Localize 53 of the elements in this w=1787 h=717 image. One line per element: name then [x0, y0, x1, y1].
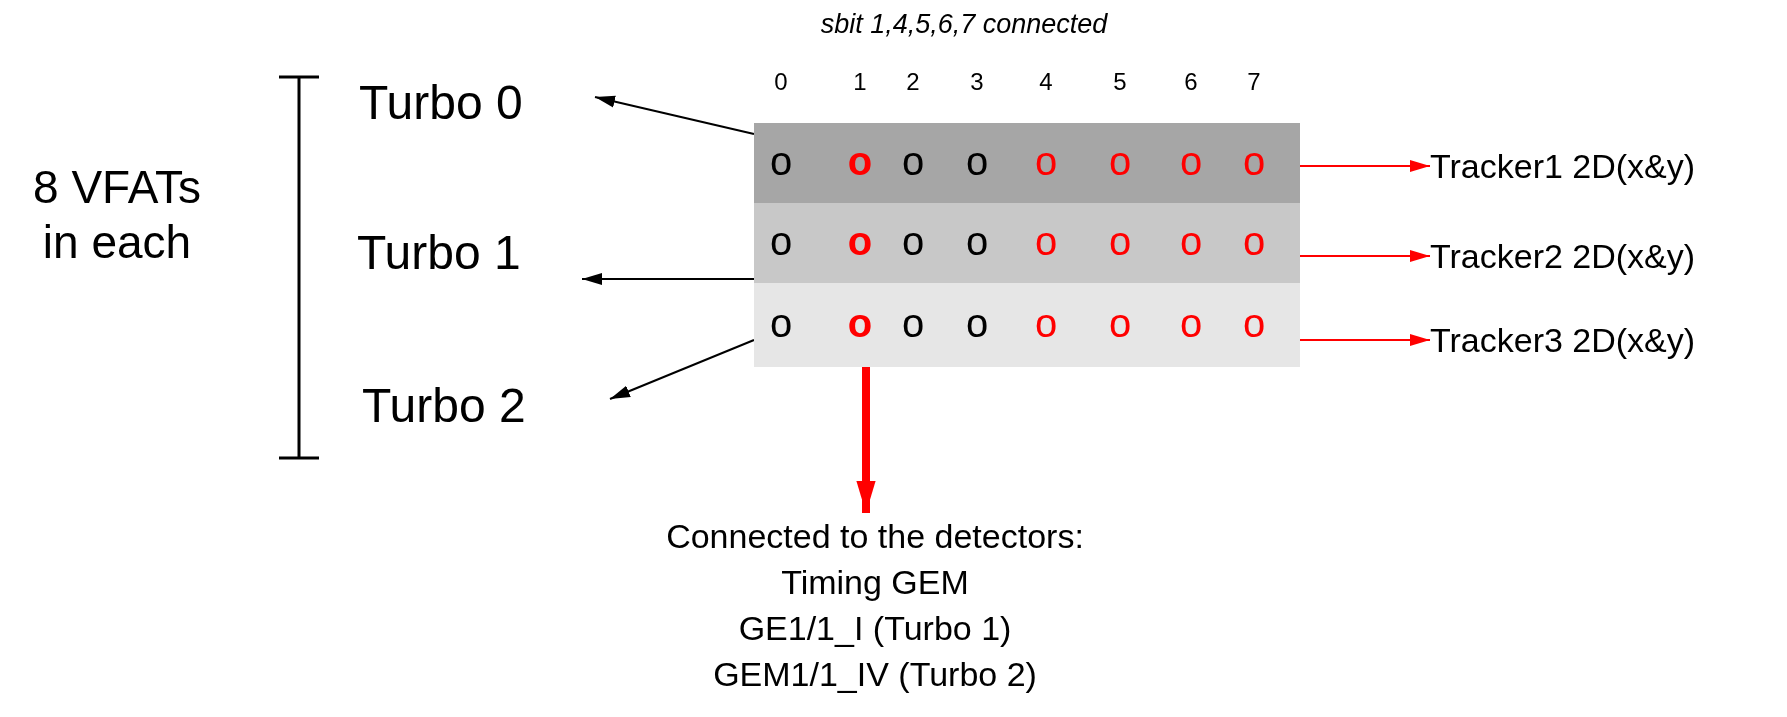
sbit-mark: o	[1034, 303, 1058, 343]
sbit-mark: o	[1034, 141, 1058, 181]
sbit-mark: o	[1108, 221, 1132, 261]
sbit-mark: o	[1242, 303, 1266, 343]
sbit-mark: o	[1179, 141, 1203, 181]
detector-text: GE1/1_I (Turbo 1)	[738, 608, 1012, 649]
column-number: 0	[774, 68, 788, 97]
arrow	[609, 339, 755, 400]
tracker-label: Tracker2 2D(x&y)	[1430, 233, 1730, 279]
turbo-label: Turbo 1	[357, 222, 582, 284]
column-number: 4	[1039, 68, 1053, 97]
arrow	[1299, 250, 1431, 262]
column-number: 7	[1247, 68, 1261, 97]
sbit-mark: o	[901, 221, 925, 261]
sbit-mark: o	[769, 141, 793, 181]
arrow	[1299, 334, 1431, 346]
column-number: 6	[1184, 68, 1198, 97]
arrow	[594, 95, 755, 135]
sbit-mark: o	[1179, 221, 1203, 261]
column-number: 2	[906, 68, 920, 97]
column-number: 3	[970, 68, 984, 97]
sbit-mark: o	[1108, 303, 1132, 343]
sbit-mark: o	[1242, 221, 1266, 261]
arrow	[581, 273, 755, 285]
column-number: 1	[853, 68, 867, 97]
vfat-row	[754, 123, 1300, 203]
turbo-label: Turbo 2	[362, 375, 610, 437]
sbit-mark: o	[1242, 141, 1266, 181]
sbit-mark: o	[1179, 303, 1203, 343]
sbit-mark: o	[901, 141, 925, 181]
sbit-mark: o	[965, 303, 989, 343]
arrow	[1299, 160, 1431, 172]
sbit-mark: o	[965, 221, 989, 261]
tracker-label: Tracker3 2D(x&y)	[1430, 317, 1730, 363]
column-number: 5	[1113, 68, 1127, 97]
sbit-mark: o	[847, 221, 873, 261]
sbit-mark: o	[847, 141, 873, 181]
vfat-row	[754, 283, 1300, 367]
detector-text: Connected to the detectors:	[666, 516, 1084, 557]
detector-text: Timing GEM	[781, 562, 969, 603]
group-label: 8 VFATs in each	[32, 160, 202, 271]
turbo-label: Turbo 0	[359, 72, 595, 134]
sbit-mark: o	[901, 303, 925, 343]
sbit-mark: o	[965, 141, 989, 181]
detector-text: GEM1/1_IV (Turbo 2)	[713, 654, 1037, 695]
sbit-mark: o	[769, 303, 793, 343]
sbit-mark: o	[769, 221, 793, 261]
sbit-mark: o	[1034, 221, 1058, 261]
sbit-mark: o	[1108, 141, 1132, 181]
header-note: sbit 1,4,5,6,7 connected	[820, 8, 1108, 41]
vfat-row	[754, 203, 1300, 283]
sbit-mark: o	[847, 303, 873, 343]
tracker-label: Tracker1 2D(x&y)	[1430, 143, 1730, 189]
